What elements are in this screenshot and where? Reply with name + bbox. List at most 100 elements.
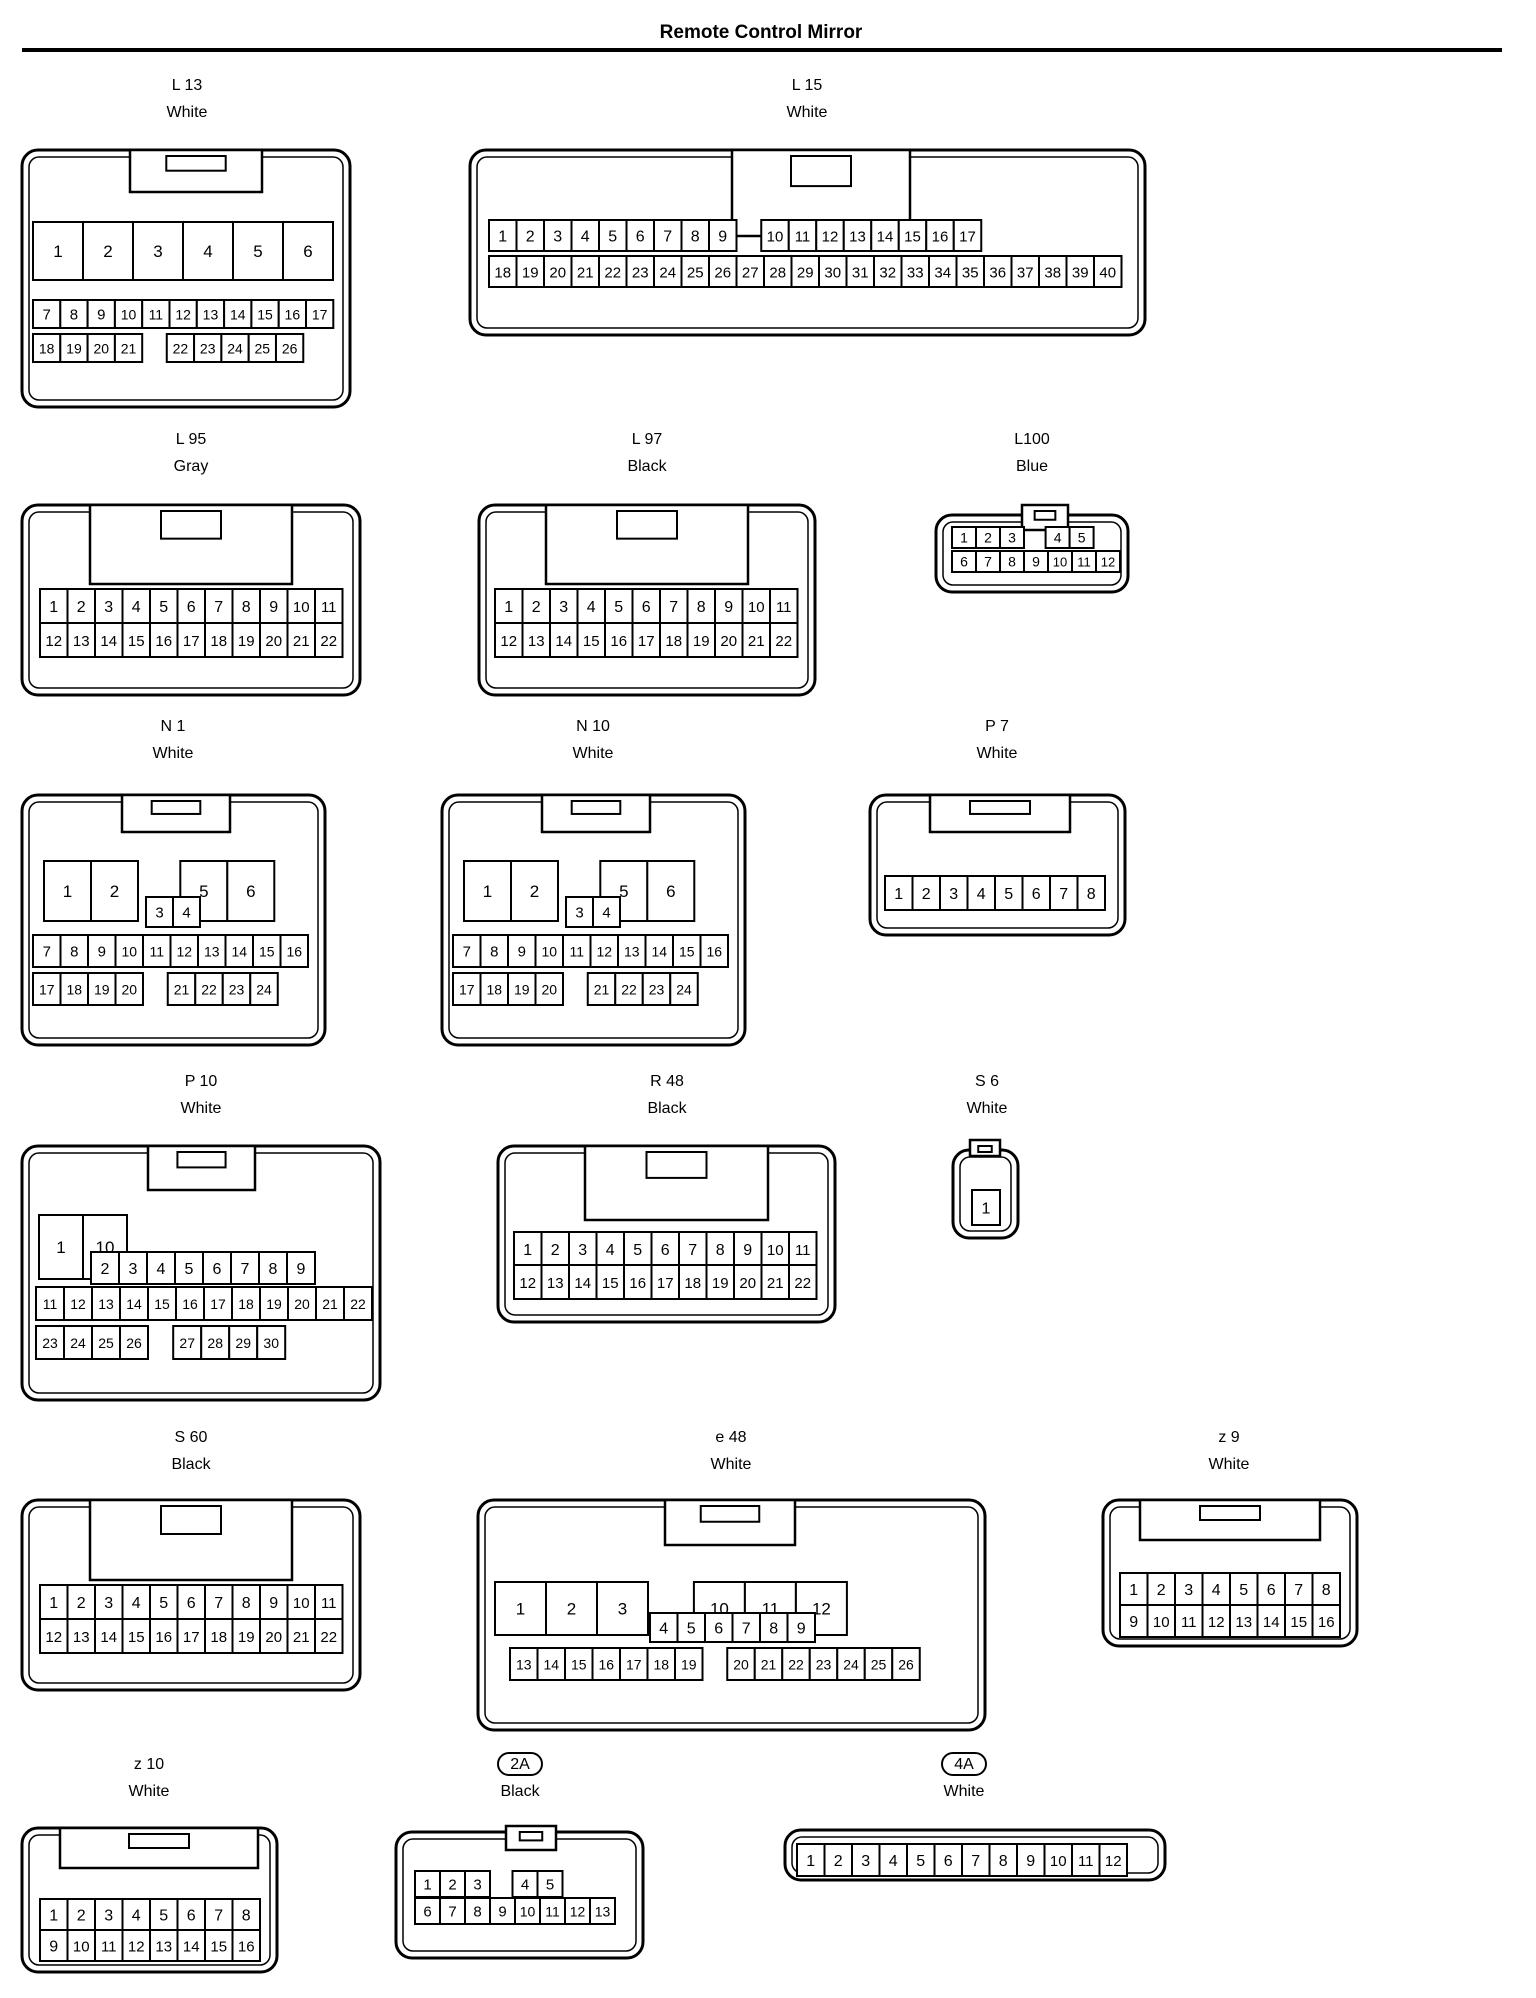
pin-22: 22 xyxy=(165,333,196,363)
pin-2: 2 xyxy=(439,1870,466,1898)
svg-text:12: 12 xyxy=(596,943,612,959)
svg-text:28: 28 xyxy=(769,264,786,281)
pin-7: 7 xyxy=(32,934,62,968)
svg-text:15: 15 xyxy=(571,1656,587,1672)
svg-text:13: 13 xyxy=(204,943,220,959)
pin-4: 4 xyxy=(172,896,201,928)
pin-8: 8 xyxy=(1311,1572,1341,1606)
svg-text:24: 24 xyxy=(227,340,243,356)
svg-text:8: 8 xyxy=(70,943,78,960)
pin-6: 6 xyxy=(646,860,696,922)
svg-text:5: 5 xyxy=(916,1853,925,1870)
pin-1: 1 xyxy=(1119,1572,1149,1606)
svg-text:6: 6 xyxy=(187,599,196,616)
pin-1: 1 xyxy=(39,588,69,624)
pin-5: 5 xyxy=(149,1898,179,1931)
pin-13: 13 xyxy=(589,1897,616,1925)
pin-20: 20 xyxy=(259,622,289,658)
svg-text:2: 2 xyxy=(551,1242,560,1259)
pin-18: 18 xyxy=(479,972,509,1006)
svg-text:18: 18 xyxy=(684,1275,701,1292)
svg-text:17: 17 xyxy=(183,633,200,650)
svg-text:19: 19 xyxy=(94,981,110,997)
pin-20: 20 xyxy=(543,255,573,288)
svg-text:5: 5 xyxy=(185,1261,194,1278)
svg-text:2: 2 xyxy=(77,1595,86,1612)
svg-text:8: 8 xyxy=(242,1907,251,1924)
pin-11: 11 xyxy=(769,588,799,624)
svg-text:10: 10 xyxy=(1153,1614,1170,1631)
pin-14: 14 xyxy=(870,219,900,252)
pin-11: 11 xyxy=(788,1231,818,1267)
svg-text:14: 14 xyxy=(555,633,572,650)
pin-1: 1 xyxy=(513,1231,543,1267)
svg-text:19: 19 xyxy=(522,264,539,281)
pin-37: 37 xyxy=(1010,255,1040,288)
svg-text:15: 15 xyxy=(679,943,695,959)
pin-19: 19 xyxy=(59,333,89,363)
svg-text:20: 20 xyxy=(265,633,282,650)
svg-text:15: 15 xyxy=(602,1275,619,1292)
pin-4: 4 xyxy=(1044,526,1071,549)
pin-3: 3 xyxy=(999,526,1025,549)
svg-text:16: 16 xyxy=(629,1275,646,1292)
pin-16: 16 xyxy=(604,622,634,658)
svg-text:10: 10 xyxy=(293,1595,310,1612)
svg-text:23: 23 xyxy=(200,340,216,356)
pin-4: 4 xyxy=(966,875,996,911)
svg-text:16: 16 xyxy=(182,1296,198,1312)
svg-text:12: 12 xyxy=(1101,555,1115,570)
pin-10: 10 xyxy=(1146,1604,1176,1638)
pin-14: 14 xyxy=(94,622,124,658)
pin-7: 7 xyxy=(975,550,1001,573)
svg-text:2: 2 xyxy=(103,242,112,261)
pin-24: 24 xyxy=(220,333,250,363)
svg-text:5: 5 xyxy=(159,1907,168,1924)
svg-text:11: 11 xyxy=(43,1296,58,1312)
pin-23: 23 xyxy=(35,1325,65,1360)
pin-23: 23 xyxy=(625,255,655,288)
pin-6: 6 xyxy=(650,1231,680,1267)
lock-latch xyxy=(504,1824,558,1852)
pin-8: 8 xyxy=(680,219,710,252)
pin-19: 19 xyxy=(259,1286,289,1321)
pin-9: 9 xyxy=(733,1231,763,1267)
connector-color: White xyxy=(977,745,1018,762)
pin-6: 6 xyxy=(414,1897,441,1925)
pin-5: 5 xyxy=(623,1231,653,1267)
lock-latch xyxy=(583,1144,770,1222)
pin-8: 8 xyxy=(59,934,89,968)
svg-text:14: 14 xyxy=(543,1656,559,1672)
pin-24: 24 xyxy=(63,1325,93,1360)
pin-2: 2 xyxy=(911,875,941,911)
pin-3: 3 xyxy=(549,588,579,624)
svg-text:1: 1 xyxy=(423,1876,431,1893)
connector-housing xyxy=(783,1828,1167,1882)
svg-text:8: 8 xyxy=(691,228,700,245)
connector-color: Black xyxy=(500,1783,540,1800)
svg-text:4: 4 xyxy=(587,599,596,616)
connector-code: L 15 xyxy=(792,77,823,94)
svg-text:4: 4 xyxy=(1212,1582,1221,1599)
pin-4: 4 xyxy=(146,1251,176,1285)
svg-text:12: 12 xyxy=(519,1275,536,1292)
pin-1: 1 xyxy=(463,860,512,922)
pin-4: 4 xyxy=(592,896,621,928)
pin-6: 6 xyxy=(631,588,661,624)
pin-10: 10 xyxy=(286,1584,316,1620)
pin-5: 5 xyxy=(906,1843,936,1877)
connector-color: White xyxy=(711,1456,752,1473)
pin-14: 14 xyxy=(224,934,254,968)
svg-text:35: 35 xyxy=(962,264,979,281)
pin-3: 3 xyxy=(132,221,184,281)
svg-text:19: 19 xyxy=(712,1275,729,1292)
svg-text:36: 36 xyxy=(989,264,1006,281)
svg-text:7: 7 xyxy=(214,1595,223,1612)
svg-text:14: 14 xyxy=(100,1629,117,1646)
svg-text:18: 18 xyxy=(486,981,502,997)
pin-30: 30 xyxy=(256,1325,287,1360)
pin-2: 2 xyxy=(66,1584,96,1620)
pin-10: 10 xyxy=(760,1231,790,1267)
